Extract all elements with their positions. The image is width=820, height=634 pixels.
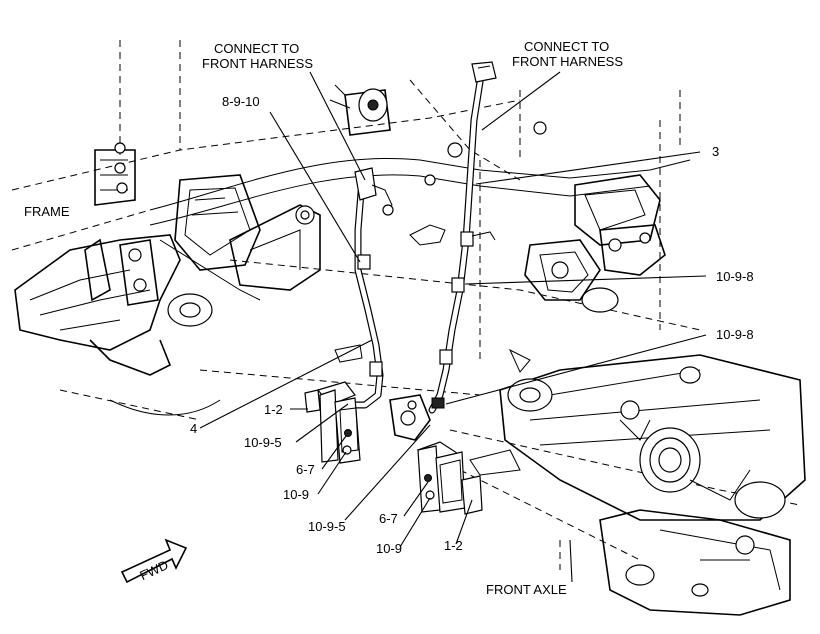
right-frame-mount: [524, 174, 666, 313]
right-harness: [428, 61, 497, 414]
front-axle-label: FRONT AXLE: [486, 582, 567, 597]
leader-lines: [199, 71, 707, 583]
left-harness: [346, 167, 394, 409]
callout-labels: CONNECT TO FRONT HARNESS CONNECT TO FRON…: [24, 39, 754, 597]
top-center-bracket: [329, 84, 547, 246]
ref-10-9-8-upper: 10-9-8: [716, 269, 754, 284]
ref-3: 3: [712, 144, 719, 159]
front-axle-assembly: [499, 354, 806, 616]
ref-1-2-left: 1-2: [264, 402, 283, 417]
ref-10-9-5-bottom: 10-9-5: [308, 519, 346, 534]
fwd-label: FWD: [137, 557, 170, 583]
ref-10-9-left: 10-9: [283, 487, 309, 502]
ref-10-9-5-left: 10-9-5: [244, 435, 282, 450]
connect-right-line2: FRONT HARNESS: [512, 54, 623, 69]
frame-label: FRAME: [24, 204, 70, 219]
connect-left-line1: CONNECT TO: [214, 41, 299, 56]
left-sensor-bracket: [304, 381, 361, 464]
right-sensor-bracket: [416, 441, 483, 515]
connect-left-line2: FRONT HARNESS: [202, 56, 313, 71]
connect-right-line1: CONNECT TO: [524, 39, 609, 54]
left-frame-mount: [14, 142, 321, 376]
ref-1-2-right: 1-2: [444, 538, 463, 553]
fwd-arrow: FWD: [120, 538, 188, 583]
ref-6-7-right: 6-7: [379, 511, 398, 526]
ref-4: 4: [190, 421, 197, 436]
center-fittings: [334, 344, 531, 476]
ref-6-7-left: 6-7: [296, 462, 315, 477]
ref-10-9-right: 10-9: [376, 541, 402, 556]
ref-10-9-8-lower: 10-9-8: [716, 327, 754, 342]
ref-8-9-10: 8-9-10: [222, 94, 260, 109]
